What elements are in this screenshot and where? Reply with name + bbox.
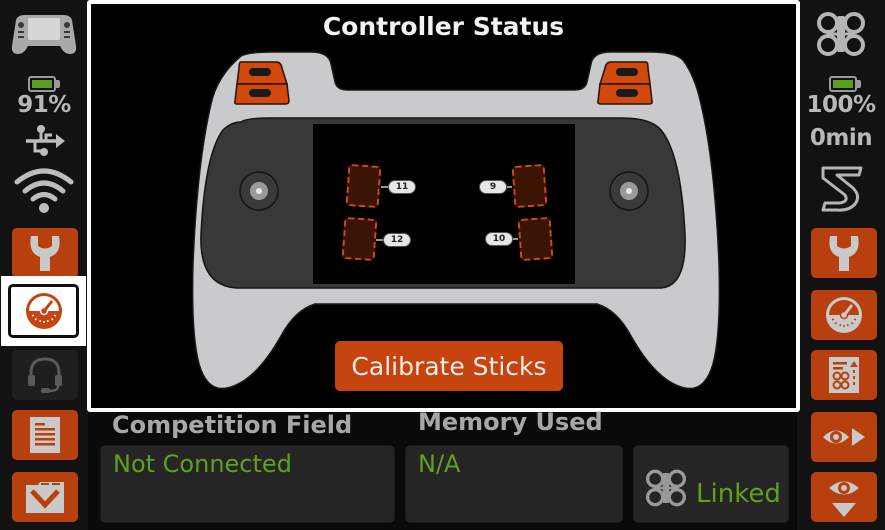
channel-label-11: 11 bbox=[388, 180, 416, 194]
files-button[interactable] bbox=[12, 472, 78, 522]
controller-battery-percent: 91% bbox=[17, 92, 71, 118]
robot-brain-icon bbox=[815, 10, 867, 58]
robot-runtime: 0min bbox=[809, 125, 873, 151]
robot-battery-percent: 100% bbox=[806, 92, 876, 118]
robot-battery-icon bbox=[829, 76, 861, 92]
link-status-value: Linked bbox=[696, 479, 781, 509]
stick-indicator-11 bbox=[345, 163, 382, 209]
channel-label-10: 10 bbox=[485, 232, 513, 246]
robot-program-info-button[interactable] bbox=[811, 350, 877, 400]
competition-field-value: Not Connected bbox=[113, 450, 292, 478]
gauge-icon bbox=[25, 293, 62, 329]
settings-button[interactable] bbox=[12, 228, 78, 278]
memory-used-label: Memory Used bbox=[418, 408, 603, 436]
calibrate-sticks-button[interactable]: Calibrate Sticks bbox=[335, 341, 563, 391]
wrench-icon bbox=[30, 236, 60, 271]
eye-arrow-down-icon bbox=[829, 481, 859, 517]
dashboard-button-selected[interactable] bbox=[1, 276, 86, 346]
controller-status-panel: Controller Status 11 12 bbox=[87, 0, 800, 412]
page-title: Controller Status bbox=[322, 12, 565, 41]
channel-label-9: 9 bbox=[479, 180, 507, 194]
stick-indicator-9 bbox=[511, 163, 548, 209]
support-button[interactable] bbox=[12, 350, 78, 400]
robot-brain-icon bbox=[646, 469, 686, 507]
track-5-icon bbox=[819, 164, 865, 214]
gauge-icon bbox=[826, 297, 862, 333]
handheld-controller-icon bbox=[10, 12, 78, 56]
view-right-button[interactable] bbox=[811, 412, 877, 462]
left-sidebar: 91% bbox=[0, 0, 88, 530]
folder-down-icon bbox=[26, 482, 64, 513]
wifi-icon bbox=[14, 166, 74, 214]
stick-indicator-10 bbox=[517, 216, 554, 262]
programs-button[interactable] bbox=[12, 410, 78, 460]
channel-label-12: 12 bbox=[383, 233, 411, 247]
controller-battery-icon bbox=[28, 76, 60, 92]
headset-icon bbox=[28, 357, 62, 393]
right-sidebar: 100% 0min bbox=[797, 0, 885, 530]
competition-field-box: Not Connected bbox=[100, 445, 395, 523]
view-down-button[interactable] bbox=[811, 472, 877, 522]
competition-field-label: Competition Field bbox=[112, 411, 353, 439]
memory-used-value: N/A bbox=[418, 450, 461, 478]
robot-settings-button[interactable] bbox=[811, 228, 877, 278]
link-status-box: Linked bbox=[633, 445, 789, 523]
wrench-icon bbox=[829, 236, 859, 271]
document-icon bbox=[30, 417, 60, 453]
robot-dashboard-button[interactable] bbox=[811, 290, 877, 340]
usb-icon bbox=[22, 124, 66, 158]
stick-indicator-12 bbox=[341, 216, 378, 262]
memory-used-box: N/A bbox=[405, 445, 623, 523]
eye-arrow-right-icon bbox=[823, 428, 865, 446]
program-info-icon bbox=[829, 357, 859, 393]
